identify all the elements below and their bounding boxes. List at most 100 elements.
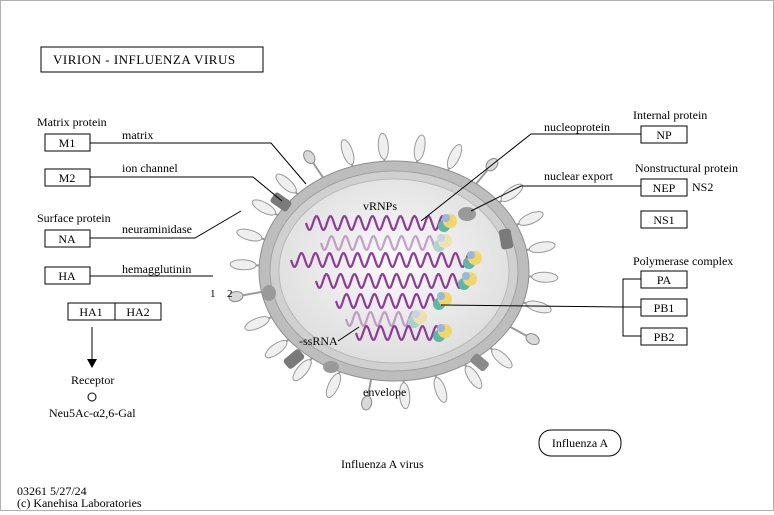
leader-nuclear-export [470, 185, 641, 212]
vrnp-strand [334, 292, 452, 310]
gene-label-ha1: HA1 [79, 305, 102, 319]
vrnp-strand [344, 310, 427, 328]
gene-label-np: NP [656, 128, 672, 142]
group-label-internal-protein: Internal protein [633, 108, 707, 122]
gene-box-ns1[interactable]: NS1 [640, 210, 688, 229]
gene-label-pb2: PB2 [654, 330, 675, 344]
leader-ion-channel [90, 176, 283, 202]
group-label-nonstructural-protein: Nonstructural protein [635, 161, 738, 175]
gene-box-m1[interactable]: M1 [44, 133, 91, 152]
arrow-head-icon [87, 359, 97, 368]
group-label-surface-protein: Surface protein [37, 211, 111, 225]
ha-spike [498, 183, 524, 204]
gene-box-pb2[interactable]: PB2 [640, 327, 688, 346]
ha-spike [251, 199, 279, 216]
leader-polymerase [440, 304, 624, 308]
gene-label-pb1: PB1 [654, 301, 675, 315]
ha-spike [489, 347, 513, 369]
ha-spike [523, 300, 552, 314]
gene-box-ha1[interactable]: HA1 [67, 302, 116, 321]
label-receptor: Receptor [71, 373, 114, 387]
vrnp-strand [304, 214, 457, 232]
label-hemagglutinin: hemagglutinin [122, 262, 191, 276]
label-ssrna: -ssRNA [299, 334, 338, 348]
virus-caption: Influenza A virus [341, 457, 424, 471]
envelope-spikes [228, 132, 559, 411]
leader-neuraminidase [90, 210, 242, 239]
ha-spike [413, 134, 426, 163]
na-spike [475, 157, 499, 185]
m2-channel [498, 228, 514, 250]
virion-particle [228, 132, 559, 411]
leader-nucleoprotein [420, 133, 641, 222]
nep-blob [458, 207, 476, 221]
na-spike [509, 326, 540, 346]
na-spike [228, 290, 262, 303]
receptor-compound-icon[interactable] [87, 392, 97, 402]
gene-label-m1: M1 [59, 136, 76, 150]
ha-spike [464, 363, 483, 389]
m2-channel [270, 192, 292, 212]
label-subunit-two: 2 [227, 288, 233, 300]
ha-spike [433, 375, 448, 403]
ha-spike [446, 144, 463, 171]
m2-channel [470, 353, 489, 372]
gene-label-pa: PA [657, 273, 672, 287]
ha-spike [275, 173, 299, 195]
gene-box-pb1[interactable]: PB1 [640, 298, 688, 317]
footer-copyright: (c) Kanehisa Laboratories [17, 496, 142, 510]
ha-spike [528, 271, 559, 283]
ha-spike [340, 139, 355, 167]
vrnp-strands [289, 214, 482, 342]
vrnp-strand [319, 234, 452, 252]
m2-channel [283, 349, 305, 369]
gene-box-pa[interactable]: PA [640, 270, 688, 289]
nep-blob [262, 285, 276, 301]
ha-spike [526, 241, 556, 254]
gene-box-ha2[interactable]: HA2 [114, 302, 162, 321]
group-label-polymerase-complex: Polymerase complex [633, 254, 733, 268]
ha-spike [264, 338, 290, 359]
label-envelope: envelope [363, 385, 406, 399]
ha-spike [377, 132, 389, 162]
gene-box-ha[interactable]: HA [44, 266, 91, 285]
label-nucleoprotein: nucleoprotein [544, 120, 610, 134]
label-matrix: matrix [122, 128, 153, 142]
gene-box-m2[interactable]: M2 [44, 168, 91, 187]
vrnp-strand [354, 324, 452, 342]
title-box [40, 46, 264, 73]
ha-spike [292, 357, 313, 382]
gene-label-m2: M2 [59, 171, 76, 185]
leader-ssrna [337, 326, 360, 342]
ha-spike [229, 259, 260, 271]
gene-label-na: NA [58, 232, 76, 246]
na-spike [361, 379, 373, 411]
label-subunit-one: 1 [210, 288, 216, 300]
leader-matrix [90, 142, 307, 185]
map-link-label: Influenza A [552, 436, 609, 450]
page-title: VIRION - INFLUENZA VIRUS [53, 52, 236, 67]
map-link-influenza-a[interactable]: Influenza A [538, 429, 622, 457]
ha-spike [244, 316, 272, 331]
ha-spike [399, 380, 411, 410]
nep-blob [323, 361, 339, 373]
footer-map-id: 03261 5/27/24 [17, 484, 87, 498]
label-ns2: NS2 [692, 180, 713, 194]
gene-box-na[interactable]: NA [44, 229, 91, 248]
gene-box-np[interactable]: NP [640, 125, 688, 144]
gene-label-ns1: NS1 [653, 213, 674, 227]
ha-spike [516, 211, 544, 226]
gene-box-nep[interactable]: NEP [640, 178, 688, 197]
na-spike [303, 150, 324, 179]
gene-label-ha2: HA2 [126, 305, 149, 319]
ha-spike [236, 228, 265, 242]
ha-spike [325, 371, 342, 398]
gene-label-ha: HA [58, 269, 76, 283]
label-neuraminidase: neuraminidase [122, 222, 192, 236]
vrnp-strand [289, 251, 482, 269]
vrnp-strand [314, 272, 477, 290]
label-nuclear-export: nuclear export [544, 169, 614, 183]
label-receptor-glycan: Neu5Ac-α2,6-Gal [49, 406, 136, 420]
